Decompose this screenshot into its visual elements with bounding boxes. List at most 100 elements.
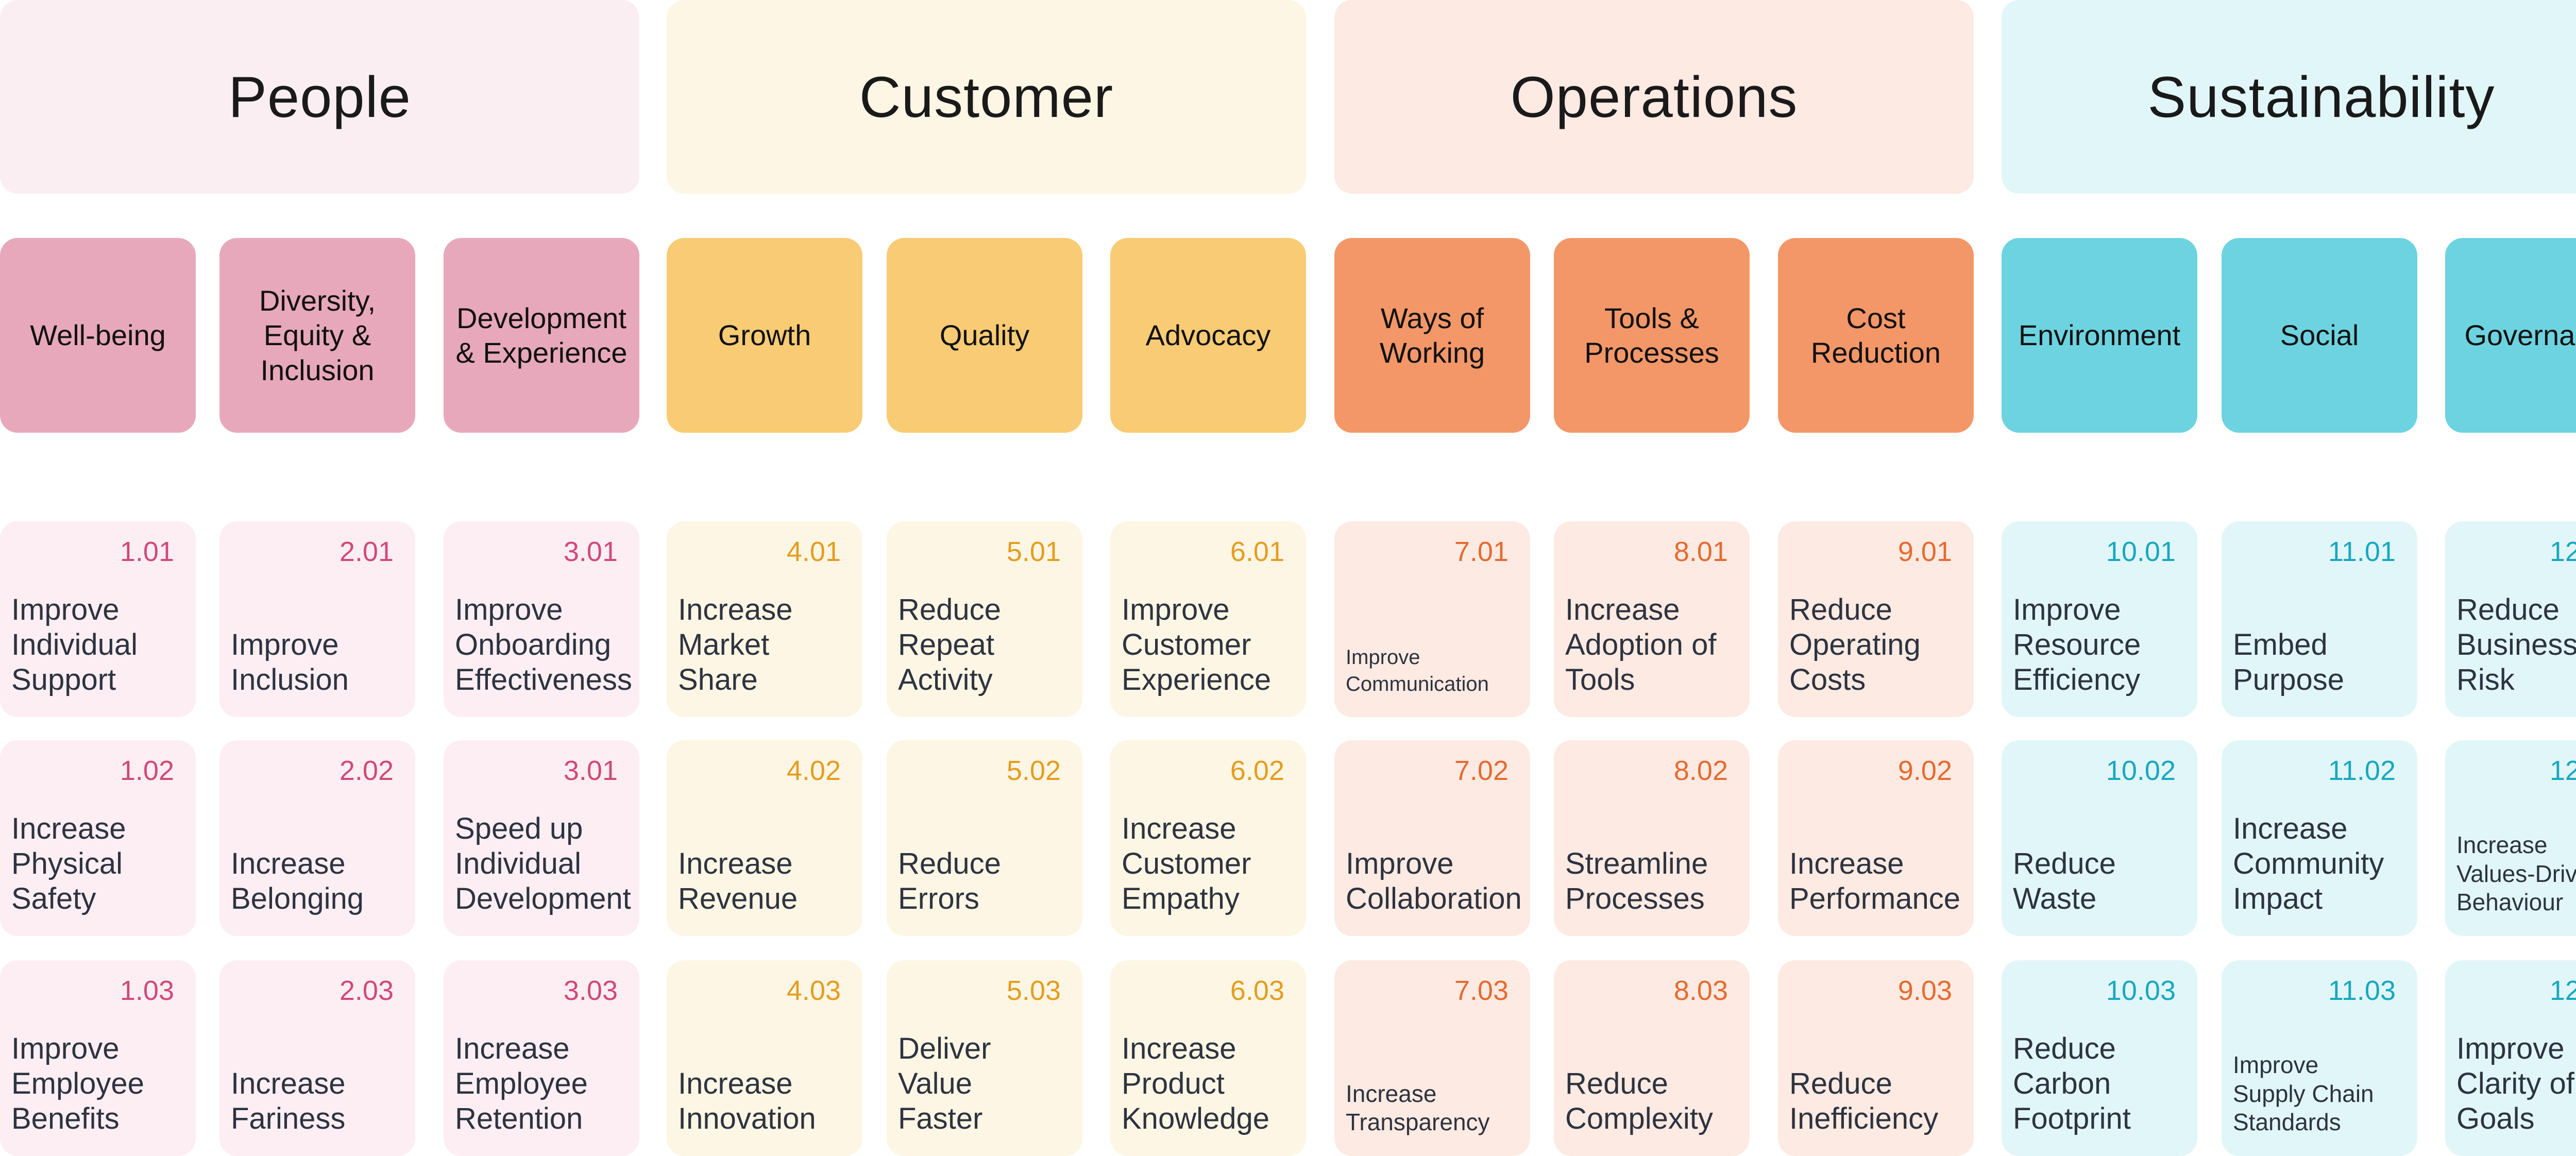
objective-code: 10.01 <box>2106 536 2176 567</box>
objective-code: 1.01 <box>120 536 174 567</box>
objective-code: 4.03 <box>786 975 841 1006</box>
objective-code: 7.01 <box>1454 536 1509 567</box>
objective-card: 12.01ReduceBusinessRisk <box>2445 521 2576 717</box>
objective-code: 2.01 <box>339 536 394 567</box>
objective-code: 8.03 <box>1673 975 1728 1006</box>
pillar-header-people: People <box>0 0 639 194</box>
objective-code: 8.02 <box>1673 755 1728 786</box>
category-tile-7: Tools &Processes <box>1554 238 1750 433</box>
objective-code: 4.02 <box>786 755 841 786</box>
objective-code: 12.03 <box>2549 975 2576 1006</box>
objective-code: 11.02 <box>2328 755 2396 786</box>
objective-code: 7.02 <box>1454 755 1509 786</box>
objective-code: 10.02 <box>2106 755 2176 786</box>
objective-code: 6.01 <box>1230 536 1284 567</box>
objective-code: 10.03 <box>2106 975 2176 1006</box>
objective-code: 8.01 <box>1673 536 1728 567</box>
pillar-header-customer: Customer <box>667 0 1306 194</box>
objective-code: 6.03 <box>1230 975 1284 1006</box>
category-tile-10: Social <box>2222 238 2417 433</box>
category-tile-4: Quality <box>887 238 1082 433</box>
category-tile-5: Advocacy <box>1110 238 1306 433</box>
pillar-header-operations: Operations <box>1334 0 1974 194</box>
objective-code: 9.02 <box>1897 755 1952 786</box>
objective-code: 5.02 <box>1006 755 1061 786</box>
objective-code: 1.03 <box>120 975 174 1006</box>
objective-code: 3.01 <box>563 536 618 567</box>
objective-code: 3.01 <box>563 755 618 786</box>
objective-code: 7.03 <box>1454 975 1509 1006</box>
objective-code: 1.02 <box>120 755 174 786</box>
objective-code: 9.03 <box>1897 975 1952 1006</box>
category-tile-1: Diversity,Equity &Inclusion <box>219 238 415 433</box>
category-tile-3: Growth <box>667 238 862 433</box>
category-tile-11: Governance <box>2445 238 2576 433</box>
objective-code: 12.02 <box>2549 755 2576 786</box>
objective-code: 11.03 <box>2328 975 2396 1006</box>
category-tile-0: Well-being <box>0 238 196 433</box>
objective-code: 2.03 <box>339 975 394 1006</box>
objective-code: 3.03 <box>563 975 618 1006</box>
objective-code: 2.02 <box>339 755 394 786</box>
category-tile-2: Development& Experience <box>444 238 639 433</box>
objective-card: 12.02IncreaseValues-DrivenBehaviour <box>2445 740 2576 936</box>
objective-code: 11.01 <box>2328 536 2396 567</box>
objective-code: 5.01 <box>1006 536 1061 567</box>
